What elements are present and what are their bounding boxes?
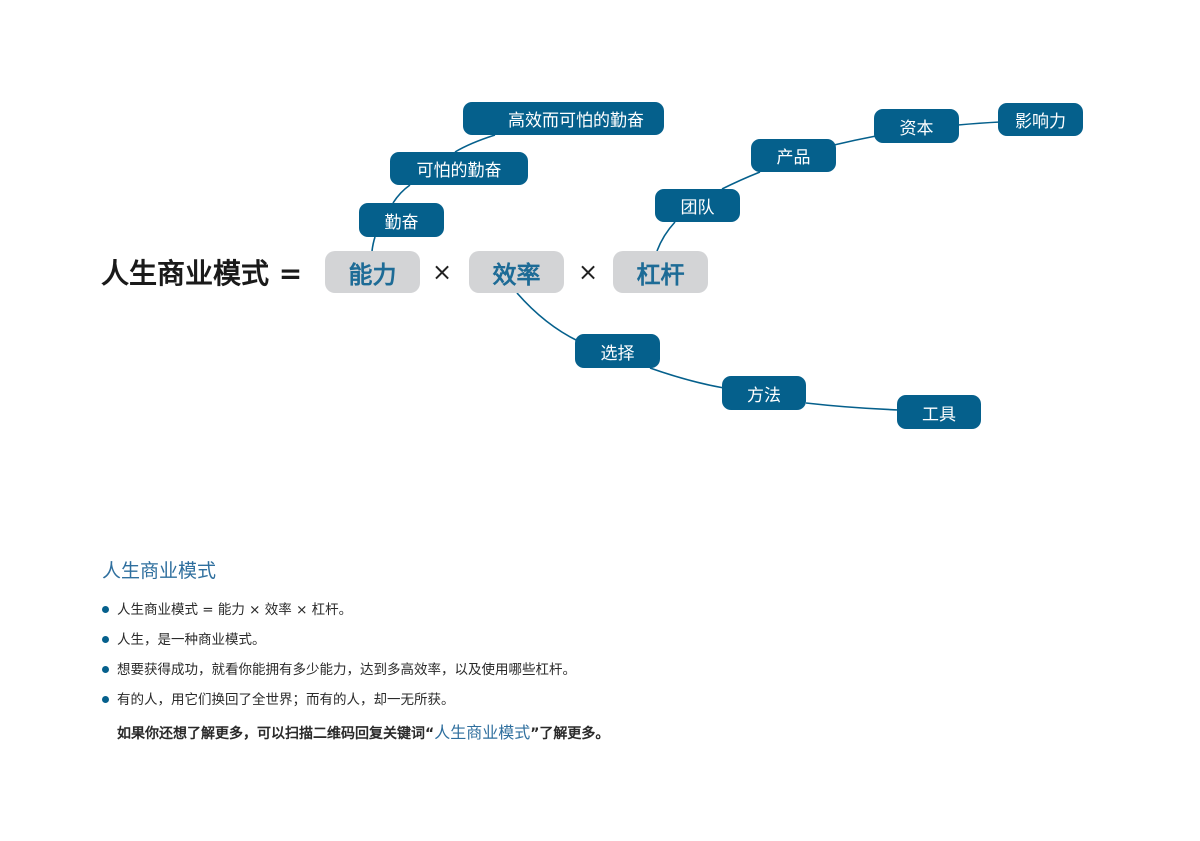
multiply-operator: × xyxy=(578,258,599,286)
bullet-icon xyxy=(102,636,109,643)
multiply-operator: × xyxy=(432,258,453,286)
section-title: 人生商业模式 xyxy=(102,560,217,582)
node-efficient-scary-diligence: 高效而可怕的勤奋 xyxy=(463,102,664,135)
factor-ability: 能力 xyxy=(325,251,420,293)
list-item: 想要获得成功，就看你能拥有多少能力，达到多高效率，以及使用哪些杠杆。 xyxy=(100,657,576,687)
bullet-icon xyxy=(102,696,109,703)
node-team: 团队 xyxy=(655,189,740,222)
node-method: 方法 xyxy=(722,376,806,410)
node-diligence: 勤奋 xyxy=(359,203,444,237)
node-tool: 工具 xyxy=(897,395,981,429)
list-item: 人生商业模式 = 能力 × 效率 × 杠杆。 xyxy=(100,597,576,627)
bullet-list: 人生商业模式 = 能力 × 效率 × 杠杆。 人生，是一种商业模式。 想要获得成… xyxy=(100,597,576,717)
node-influence: 影响力 xyxy=(998,103,1083,136)
bullet-icon xyxy=(102,606,109,613)
node-scary-diligence: 可怕的勤奋 xyxy=(390,152,528,185)
bullet-icon xyxy=(102,666,109,673)
keyword: 人生商业模式 xyxy=(434,723,531,742)
formula-title: 人生商业模式 = xyxy=(101,257,303,290)
factor-efficiency: 效率 xyxy=(469,251,564,293)
node-product: 产品 xyxy=(751,139,836,172)
list-item: 人生，是一种商业模式。 xyxy=(100,627,576,657)
factor-leverage: 杠杆 xyxy=(613,251,708,293)
node-choice: 选择 xyxy=(575,334,660,368)
footnote: 如果你还想了解更多，可以扫描二维码回复关键词“人生商业模式”了解更多。 xyxy=(117,723,610,742)
node-capital: 资本 xyxy=(874,109,959,143)
list-item: 有的人，用它们换回了全世界；而有的人，却一无所获。 xyxy=(100,687,576,717)
